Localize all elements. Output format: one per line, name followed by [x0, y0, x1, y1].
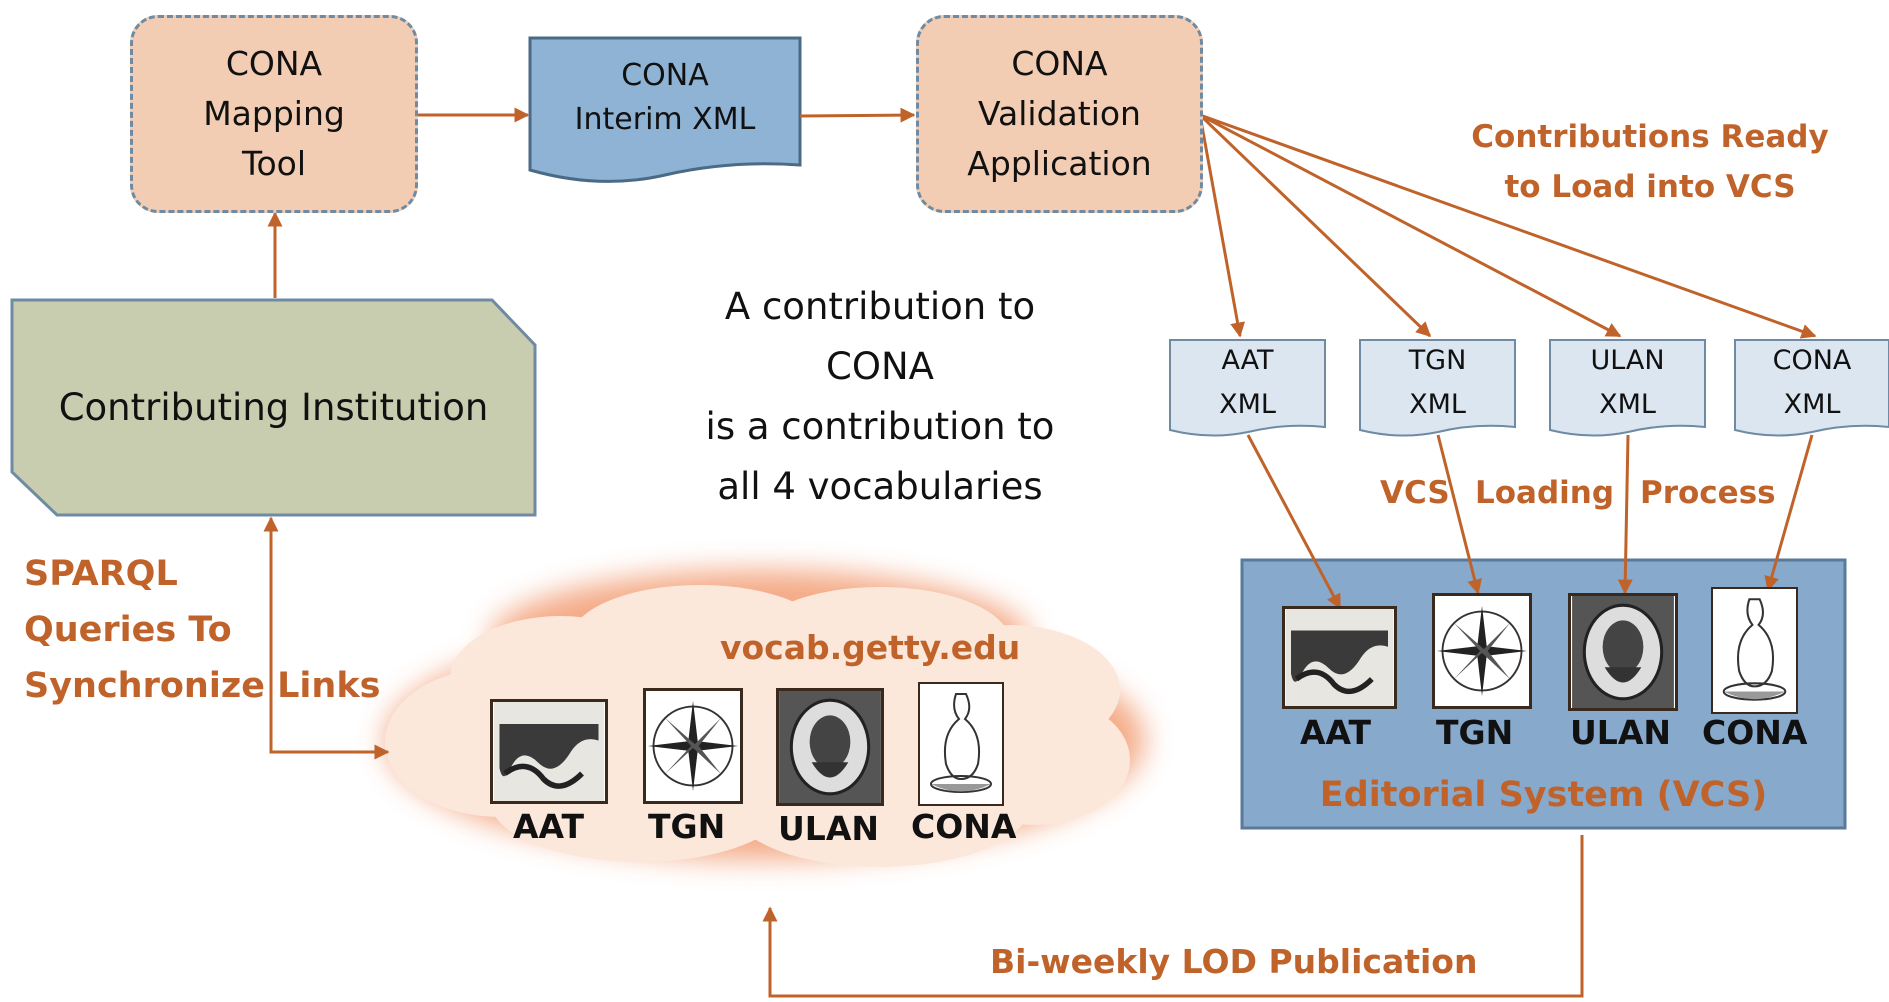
vcs-label-cona: CONA	[1702, 713, 1808, 752]
mapping-tool-line3: Tool	[241, 144, 307, 183]
cona-xml-doc: CONA XML	[1735, 340, 1889, 425]
mapping-tool-line1: CONA	[225, 44, 323, 83]
statement-line2: CONA	[826, 345, 934, 388]
aat-xml-doc: AAT XML	[1170, 340, 1325, 425]
contributions-ready-line2: to Load into VCS	[1504, 169, 1796, 205]
ulan-xml-doc: ULAN XML	[1550, 340, 1705, 425]
interim-xml-doc-shape	[528, 36, 802, 183]
vcs-ulan-image	[1568, 593, 1678, 711]
ulan-xml-line1: ULAN	[1590, 344, 1665, 376]
cona-validation-application: CONA Validation Application	[916, 15, 1203, 213]
contributing-institution-label: Contributing Institution	[58, 386, 489, 429]
interim-xml-line1: CONA	[621, 58, 709, 93]
cloud-label-tgn: TGN	[648, 807, 726, 846]
vcs-tgn-image	[1432, 593, 1532, 709]
vcs-label-ulan: ULAN	[1570, 713, 1671, 752]
contributions-ready-label: Contributions Ready to Load into VCS	[1460, 112, 1840, 212]
vcs-label-aat: AAT	[1300, 713, 1372, 752]
tgn-xml-line2: XML	[1409, 388, 1466, 420]
cona-xml-line2: XML	[1783, 388, 1841, 420]
tgn-xml-line1: TGN	[1408, 344, 1467, 376]
cloud-aat-image	[490, 699, 608, 804]
sparql-line2: Queries To	[24, 610, 232, 650]
cona-xml-doc-shape	[1734, 339, 1889, 437]
interim-xml-line2: Interim XML	[574, 102, 756, 137]
validation-line2: Validation	[978, 94, 1141, 133]
vcs-loading-word1: VCS	[1380, 475, 1450, 511]
ulan-xml-line2: XML	[1599, 388, 1656, 420]
cloud-tgn-image	[643, 688, 743, 804]
biweekly-lod-label: Bi-weekly LOD Publication	[990, 942, 1478, 981]
statement-line1: A contribution to	[724, 285, 1036, 328]
ulan-xml-doc-shape	[1549, 339, 1706, 437]
cloud-title: vocab.getty.edu	[720, 628, 1021, 667]
vcs-loading-word2: Loading	[1475, 475, 1615, 511]
tgn-xml-doc-shape	[1359, 339, 1516, 437]
contributions-ready-line1: Contributions Ready	[1471, 119, 1829, 155]
sparql-line3: Synchronize Links	[24, 666, 381, 706]
vcs-loading-word3: Process	[1640, 475, 1776, 511]
cona-mapping-tool: CONA Mapping Tool	[130, 15, 418, 213]
vcs-aat-image	[1282, 606, 1397, 709]
validation-line3: Application	[967, 144, 1152, 183]
cona-xml-line1: CONA	[1772, 344, 1852, 376]
validation-line1: CONA	[1011, 44, 1108, 83]
cloud-cona-image	[918, 682, 1004, 806]
aat-xml-line1: AAT	[1221, 344, 1274, 376]
cona-interim-xml: CONA Interim XML	[530, 48, 800, 148]
statement-line3: is a contribution to	[705, 405, 1055, 448]
aat-xml-doc-shape	[1169, 339, 1326, 437]
mapping-tool-line2: Mapping	[203, 94, 345, 133]
contributing-institution-shape	[10, 298, 537, 517]
central-statement: A contribution to CONA is a contribution…	[620, 277, 1140, 517]
vcs-label-tgn: TGN	[1436, 713, 1514, 752]
tgn-xml-doc: TGN XML	[1360, 340, 1515, 425]
cloud-label-aat: AAT	[513, 807, 585, 846]
editorial-system-title: Editorial System (VCS)	[1319, 775, 1768, 815]
sparql-line1: SPARQL	[24, 554, 178, 594]
vcs-cona-image	[1711, 587, 1798, 714]
statement-line4: all 4 vocabularies	[717, 465, 1043, 508]
aat-xml-line2: XML	[1219, 388, 1276, 420]
cloud-label-cona: CONA	[911, 807, 1017, 846]
cloud-ulan-image	[776, 688, 884, 806]
sparql-label: SPARQL Queries To Synchronize Links	[24, 546, 380, 714]
cloud-label-ulan: ULAN	[778, 809, 879, 848]
